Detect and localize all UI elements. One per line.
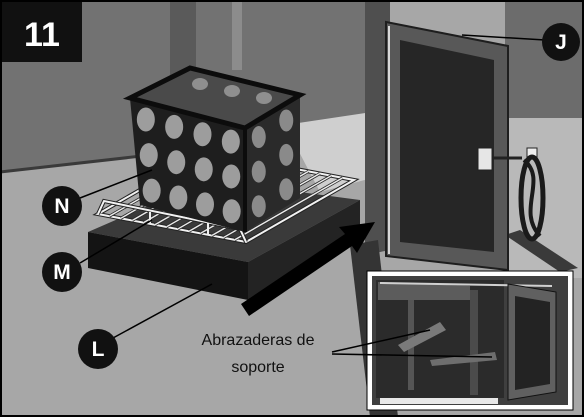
step-number-badge: 11 xyxy=(2,2,82,62)
basket-interior-hole xyxy=(192,78,208,90)
callout-leader-m xyxy=(79,219,153,264)
basket-interior xyxy=(130,68,300,128)
callout-letter-n: N xyxy=(54,195,69,218)
basket-hole xyxy=(251,160,266,183)
support-bracket xyxy=(398,322,446,352)
inset-door-panel xyxy=(515,296,550,390)
basket-interior-hole xyxy=(256,92,272,104)
basket-hole xyxy=(139,143,158,168)
basket-hole xyxy=(165,114,184,139)
tray-block-side xyxy=(248,200,360,300)
door-latch xyxy=(477,147,493,171)
inset-cabinet-top xyxy=(378,282,470,300)
cabinet-side xyxy=(365,0,390,255)
basket-hole xyxy=(169,185,188,210)
basket-hole xyxy=(196,192,214,217)
callout-circle xyxy=(42,186,82,226)
basket-holes xyxy=(136,107,294,224)
door-inner-panel xyxy=(400,40,494,252)
caption-leader-line xyxy=(331,329,431,353)
basket-hole xyxy=(279,143,294,166)
support-bracket xyxy=(430,352,497,366)
callout-j: J xyxy=(542,23,580,61)
callout-leader-j xyxy=(461,34,546,41)
basket-hole xyxy=(251,126,266,149)
cabinet-floor xyxy=(285,112,372,192)
callout-letter-m: M xyxy=(53,261,71,284)
basket-hole xyxy=(193,122,212,147)
basket-hole xyxy=(222,199,241,224)
basket-hole xyxy=(222,164,241,189)
support-brackets-caption: Abrazaderas de soporte xyxy=(201,332,315,376)
callout-m: M xyxy=(42,252,82,292)
callout-circle xyxy=(542,23,580,61)
inset-post xyxy=(470,290,478,395)
basket-hole xyxy=(279,178,294,201)
stand-leg xyxy=(505,230,578,272)
basket-hole xyxy=(136,107,155,132)
right-backdrop xyxy=(505,0,584,118)
callout-circle xyxy=(78,329,118,369)
step-number-box xyxy=(2,2,82,62)
tray-block-front xyxy=(88,232,248,300)
basket-front-face xyxy=(130,98,245,232)
basket-hole xyxy=(142,178,161,203)
step-number: 11 xyxy=(24,16,60,54)
basket-rim xyxy=(122,65,307,131)
inset-highlight xyxy=(379,282,553,287)
insertion-arrow xyxy=(241,222,375,316)
side-handle-coil xyxy=(522,158,542,238)
callout-letter-l: L xyxy=(92,338,105,361)
side-handle xyxy=(518,154,546,242)
basket-hole xyxy=(194,157,213,182)
inset-detail xyxy=(366,270,574,411)
basket-interior-hole xyxy=(224,85,240,97)
inset-bottom-strip xyxy=(380,398,498,404)
basket-hole xyxy=(279,109,294,132)
rack-wire xyxy=(234,177,343,241)
basket-hole xyxy=(221,129,240,154)
interior-rail xyxy=(232,0,242,70)
callout-leader-l xyxy=(112,283,213,339)
caption-leader-line xyxy=(331,353,493,358)
callout-circle xyxy=(42,252,82,292)
basket xyxy=(122,65,307,232)
callout-l: L xyxy=(78,329,118,369)
rack-front-handle xyxy=(97,199,247,243)
callout-n: N xyxy=(42,186,82,226)
basket-hole xyxy=(167,150,186,175)
basket-hole xyxy=(251,195,266,218)
callout-leader-n xyxy=(79,169,153,199)
callout-letter-j: J xyxy=(555,31,567,54)
